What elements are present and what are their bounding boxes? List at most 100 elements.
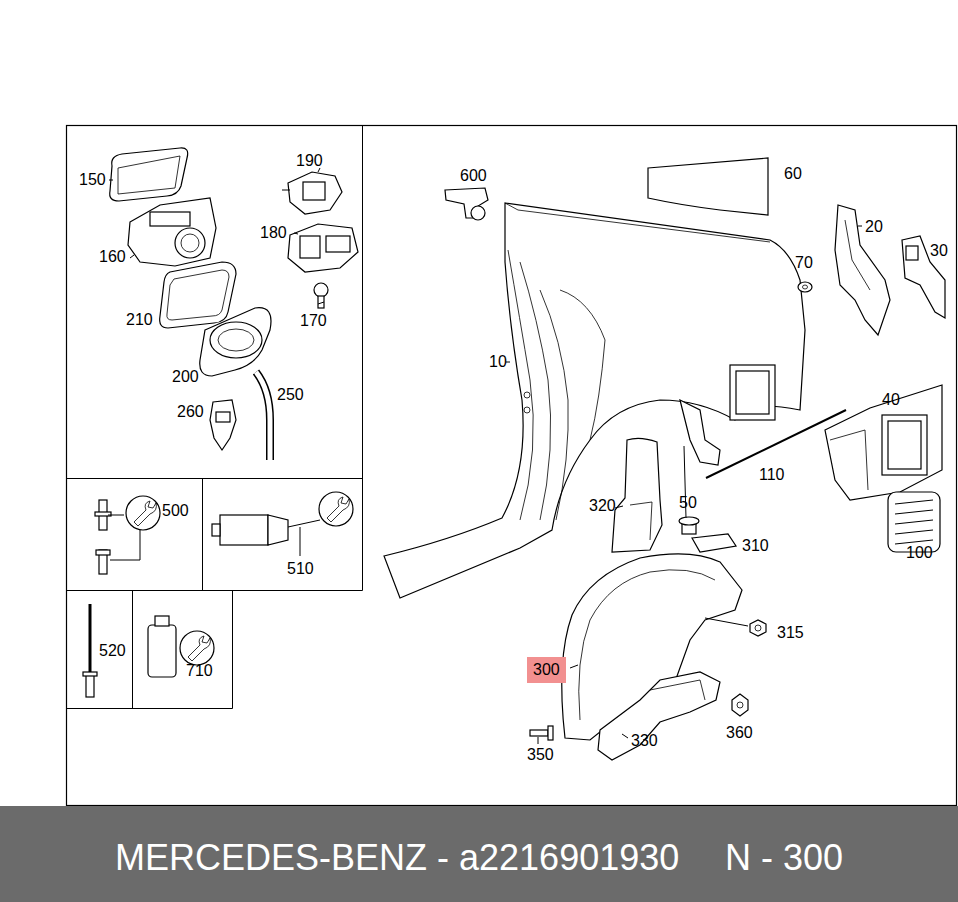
wheel-arch-cover-part bbox=[612, 438, 662, 552]
panel-frame-part bbox=[67, 478, 363, 479]
bolt-set-part bbox=[96, 550, 110, 555]
filler-neck-seal-part bbox=[218, 329, 254, 351]
clip-part bbox=[216, 412, 230, 422]
panel-frame-part bbox=[232, 591, 233, 709]
hose-part bbox=[256, 372, 270, 460]
nut-315-part bbox=[755, 625, 761, 631]
screw-350-part bbox=[548, 726, 553, 740]
wheel-liner-part bbox=[570, 665, 578, 668]
side-bracket bbox=[680, 400, 720, 465]
splash-guard bbox=[598, 672, 720, 760]
expansion-clip bbox=[679, 446, 699, 534]
callout-number: 150 bbox=[79, 171, 106, 189]
callout-number: 190 bbox=[296, 152, 323, 170]
cleaner-bottle-part bbox=[148, 625, 176, 677]
sealant-cartridge-part bbox=[319, 492, 353, 526]
bolt-set-part bbox=[110, 530, 140, 560]
vent-grille-part bbox=[895, 510, 933, 514]
quarter-panel-part bbox=[524, 407, 530, 413]
screw-350 bbox=[530, 726, 553, 744]
callout-number: 520 bbox=[99, 642, 126, 660]
callout-number: 30 bbox=[930, 242, 948, 260]
inner-panel-40-part bbox=[830, 430, 868, 490]
panel-frame-part bbox=[132, 591, 133, 709]
panel-frame bbox=[67, 126, 957, 806]
screw-part bbox=[314, 283, 328, 297]
fuel-filler-housing-part bbox=[150, 212, 190, 226]
filler-neck-seal-part bbox=[200, 308, 271, 376]
filler-neck-seal bbox=[200, 308, 271, 376]
quarter-panel-part bbox=[384, 203, 805, 598]
callout-number: 40 bbox=[882, 391, 900, 409]
inner-bracket-30-part bbox=[906, 246, 918, 260]
nut-360-part bbox=[737, 702, 743, 708]
inner-bracket-20-part bbox=[835, 205, 890, 335]
quarter-panel-part bbox=[524, 392, 530, 398]
nut-360 bbox=[732, 694, 748, 716]
vent-grille-part bbox=[895, 530, 933, 534]
nut-315 bbox=[705, 618, 766, 636]
screw-part bbox=[318, 296, 324, 308]
quarter-panel bbox=[384, 203, 805, 598]
sealant-cartridge-part bbox=[220, 515, 268, 545]
fuel-filler-housing-part bbox=[181, 234, 199, 252]
vent-grille bbox=[888, 492, 940, 552]
vent-grille-part bbox=[888, 492, 940, 552]
callout-number: 600 bbox=[460, 167, 487, 185]
fuel-flap-part bbox=[110, 148, 188, 201]
locking-unit-part bbox=[326, 236, 350, 252]
rivet bbox=[83, 604, 97, 697]
fuel-filler-housing-part bbox=[128, 198, 216, 266]
callout-number: 160 bbox=[99, 248, 126, 266]
quarter-panel-part bbox=[508, 250, 533, 520]
callout-number: 330 bbox=[631, 732, 658, 750]
actuator bbox=[282, 168, 342, 214]
washer-part bbox=[803, 285, 808, 289]
bolt-set-part bbox=[134, 501, 156, 526]
fuel-filler-housing-part bbox=[175, 228, 205, 258]
rivet-part bbox=[89, 604, 92, 675]
splash-guard-part bbox=[650, 680, 705, 700]
quarter-panel-part bbox=[520, 262, 551, 520]
panel-frame-part bbox=[67, 126, 957, 806]
nut-315-part bbox=[705, 618, 748, 626]
expansion-clip-part bbox=[679, 517, 699, 525]
actuator-part bbox=[303, 182, 325, 200]
hose bbox=[256, 372, 270, 460]
wheel-arch-cover-part bbox=[615, 506, 623, 508]
fuel-flap-part bbox=[109, 180, 113, 181]
vent-grille-part bbox=[895, 500, 933, 504]
quarter-panel-part bbox=[505, 203, 770, 242]
fuel-filler-housing-part bbox=[130, 255, 134, 258]
sealant-cartridge-part bbox=[300, 527, 301, 556]
bracket-top bbox=[445, 188, 488, 220]
bolt-set-part bbox=[108, 515, 124, 516]
side-bracket-part bbox=[680, 400, 720, 465]
pad-part bbox=[692, 534, 736, 552]
seal-ring bbox=[160, 262, 236, 328]
footer-text: N - 300 bbox=[725, 838, 843, 878]
callout-number: 200 bbox=[172, 368, 199, 386]
bracket-top-part bbox=[471, 206, 485, 220]
wheel-arch-cover-part bbox=[630, 502, 652, 540]
panel-frame-part bbox=[362, 126, 363, 591]
quarter-panel-part bbox=[736, 371, 769, 414]
actuator-part bbox=[288, 172, 342, 214]
footer-text: MERCEDES-BENZ - a2216901930 bbox=[115, 838, 679, 878]
pad bbox=[692, 534, 736, 552]
hose-part bbox=[256, 372, 270, 460]
callout-number: 250 bbox=[277, 386, 304, 404]
quarter-panel-part bbox=[560, 290, 605, 440]
sealant-cartridge-part bbox=[268, 515, 288, 545]
splash-guard-part bbox=[622, 734, 628, 738]
callout-number: 510 bbox=[287, 560, 314, 578]
sealant-cartridge-part bbox=[212, 524, 220, 536]
actuator-part bbox=[282, 190, 290, 191]
nut-315-part bbox=[750, 620, 766, 636]
highlight-box: 300 bbox=[527, 657, 566, 683]
seal-ring-part bbox=[160, 262, 236, 328]
callout-number: 320 bbox=[589, 497, 616, 515]
callout-number: 350 bbox=[527, 746, 554, 764]
panel-frame-part bbox=[67, 590, 363, 591]
sealant-cartridge-part bbox=[327, 497, 349, 522]
